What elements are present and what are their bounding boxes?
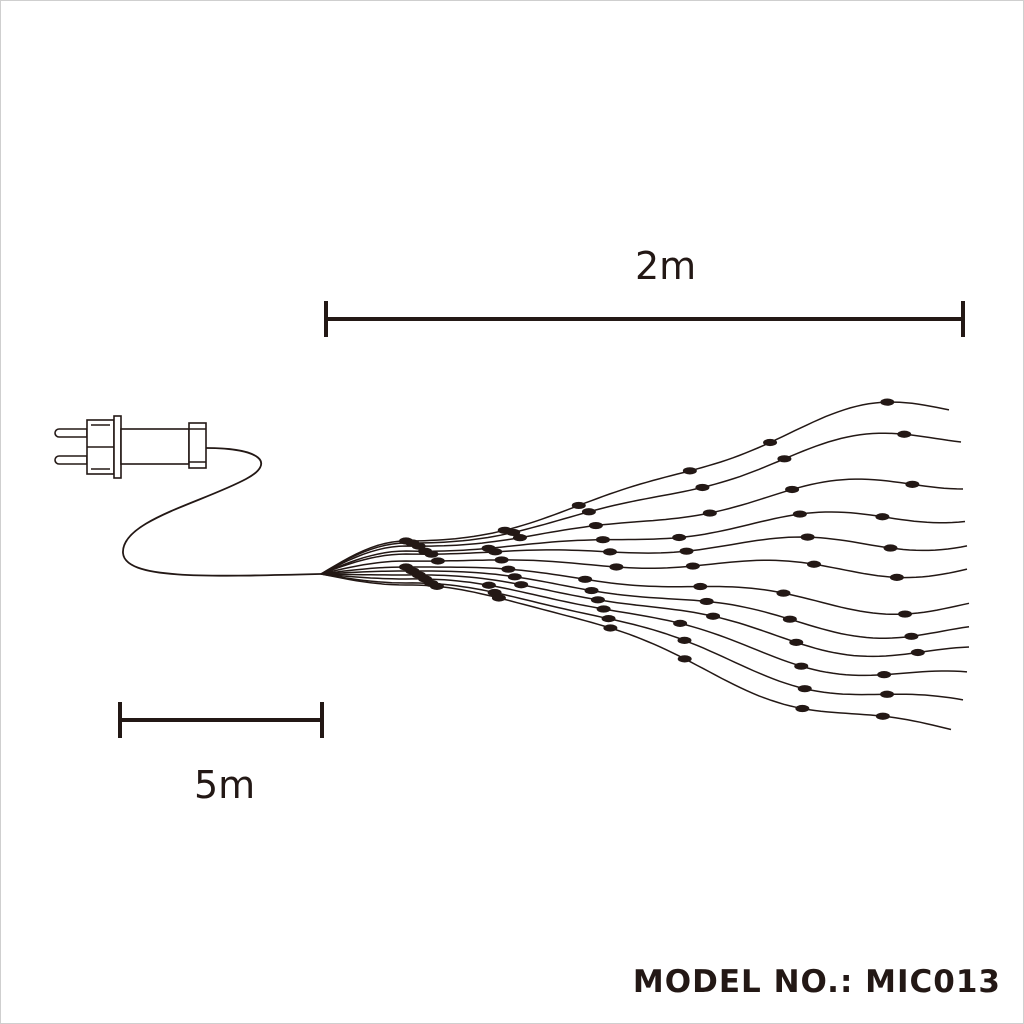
led-bulb-icon bbox=[880, 690, 895, 698]
lead-length-dimension-line bbox=[118, 702, 324, 738]
led-bulb-icon bbox=[706, 612, 721, 620]
light-strand bbox=[320, 573, 970, 658]
led-bulb-icon bbox=[590, 596, 605, 604]
light-strand bbox=[320, 573, 968, 677]
light-strand bbox=[320, 511, 966, 575]
led-bulb-icon bbox=[789, 638, 804, 646]
lead-cable bbox=[122, 447, 322, 577]
led-bulb-icon bbox=[430, 557, 445, 565]
led-bulb-icon bbox=[603, 548, 617, 556]
led-bulb-icon bbox=[794, 662, 809, 670]
light-strand bbox=[320, 570, 970, 639]
led-bulb-icon bbox=[588, 521, 603, 530]
led-bulb-icon bbox=[877, 671, 892, 679]
led-bulb-icon bbox=[800, 533, 815, 541]
light-strand bbox=[320, 478, 964, 575]
led-bulb-icon bbox=[883, 544, 898, 552]
led-bulb-icon bbox=[584, 586, 599, 595]
led-bulb-icon bbox=[807, 560, 821, 568]
led-bulb-icon bbox=[905, 480, 920, 488]
led-bulb-icon bbox=[795, 704, 810, 713]
led-bulb-icon bbox=[677, 655, 692, 663]
led-bulb-icon bbox=[481, 581, 496, 589]
led-bulb-icon bbox=[429, 582, 444, 590]
led-bulb-icon bbox=[702, 509, 717, 517]
led-bulb-icon bbox=[897, 430, 912, 438]
plug-icon bbox=[54, 415, 207, 479]
light-strand bbox=[320, 573, 952, 731]
led-bulb-icon bbox=[682, 467, 697, 475]
led-bulb-icon bbox=[910, 648, 925, 657]
light-strand bbox=[320, 401, 950, 575]
led-bulb-icon bbox=[672, 533, 687, 542]
led-bulb-icon bbox=[776, 589, 791, 597]
led-bulb-icon bbox=[581, 508, 596, 516]
led-bulb-icon bbox=[512, 534, 527, 542]
led-bulb-icon bbox=[898, 610, 913, 618]
model-number: MODEL NO.: MIC013 bbox=[632, 964, 1001, 1000]
led-bulb-icon bbox=[424, 550, 439, 558]
led-bulb-icon bbox=[514, 581, 529, 589]
led-bulb-icon bbox=[609, 563, 624, 571]
light-strand bbox=[320, 566, 970, 616]
led-bulb-icon bbox=[494, 556, 509, 564]
led-bulb-icon bbox=[693, 582, 708, 591]
strand-length-dimension-line bbox=[324, 301, 965, 337]
light-strand bbox=[320, 432, 962, 575]
led-bulb-icon bbox=[889, 573, 904, 581]
led-bulb-icon bbox=[792, 510, 807, 518]
led-bulb-icon bbox=[491, 594, 506, 602]
led-bulb-icon bbox=[595, 536, 610, 544]
led-bulb-icon bbox=[880, 398, 895, 406]
led-bulb-icon bbox=[571, 501, 586, 510]
led-bulb-icon bbox=[699, 597, 714, 606]
strand-length-label: 2m bbox=[635, 244, 697, 288]
led-bulb-icon bbox=[673, 619, 688, 627]
led-bulb-icon bbox=[506, 528, 521, 537]
led-bulb-icon bbox=[596, 605, 611, 613]
led-bulb-icon bbox=[487, 588, 502, 597]
led-bulb-icon bbox=[601, 615, 616, 623]
led-bulb-icon bbox=[501, 565, 516, 573]
lead-length-label: 5m bbox=[194, 763, 256, 807]
led-bulb-icon bbox=[763, 438, 778, 447]
led-bulb-icon bbox=[777, 455, 792, 463]
led-bulb-icon bbox=[679, 547, 694, 555]
led-bulb-icon bbox=[507, 573, 522, 581]
led-bulb-icon bbox=[904, 632, 919, 640]
led-bulb-icon bbox=[578, 575, 593, 583]
led-bulb-icon bbox=[488, 548, 503, 556]
led-bulb-icon bbox=[685, 562, 700, 570]
led-bulb-icon bbox=[785, 485, 800, 494]
led-bulb-icon bbox=[677, 636, 692, 644]
led-bulb-icon bbox=[603, 624, 618, 632]
led-bulb-icon bbox=[797, 685, 812, 693]
led-bulb-icon bbox=[875, 712, 890, 720]
light-strands bbox=[320, 398, 970, 731]
led-bulb-icon bbox=[875, 513, 890, 521]
led-bulb-icon bbox=[782, 615, 797, 623]
led-bulb-icon bbox=[695, 483, 710, 492]
